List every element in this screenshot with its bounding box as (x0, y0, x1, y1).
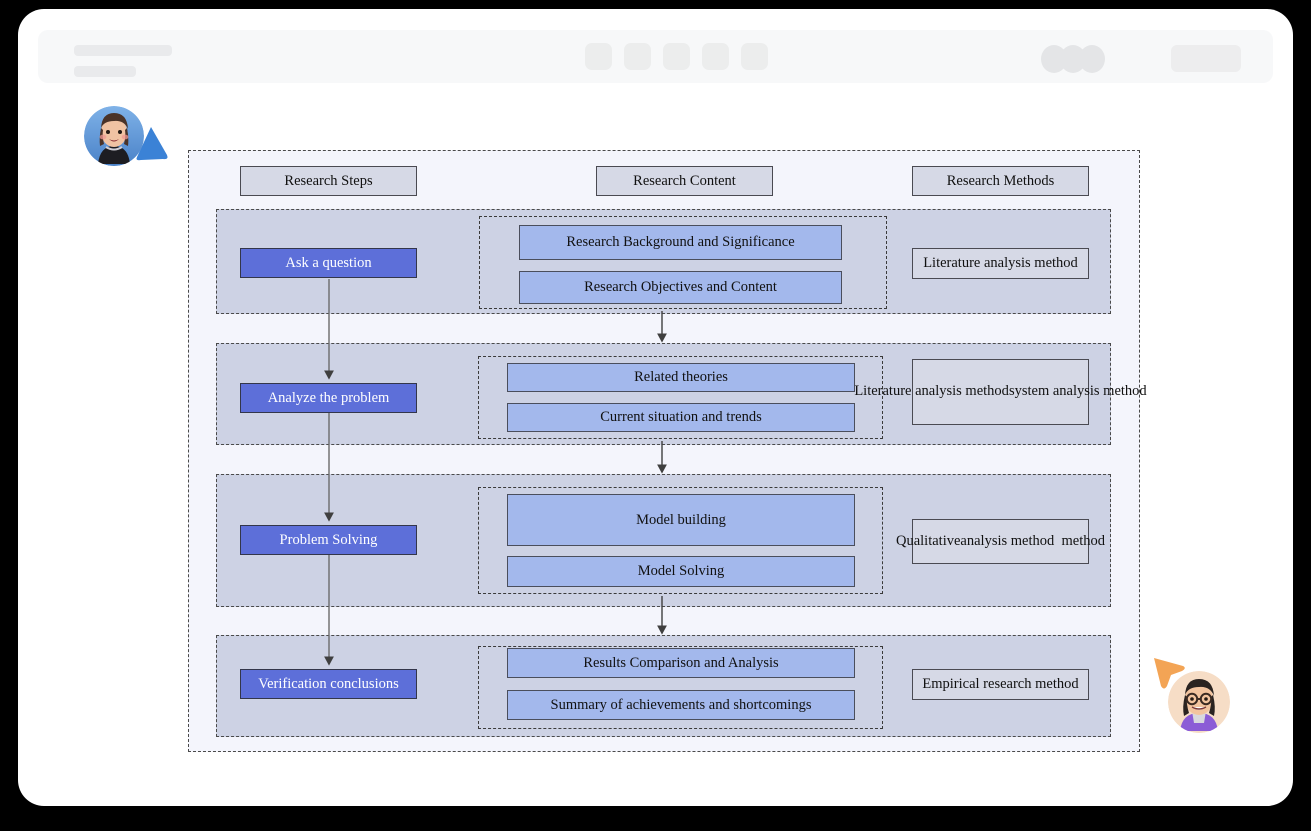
avatar-collaborator-right[interactable] (1168, 671, 1230, 733)
content-box-results-comparison[interactable]: Results Comparison and Analysis (507, 648, 855, 678)
step-box-analyze-the-problem[interactable]: Analyze the problem (240, 383, 417, 413)
content-box-related-theories[interactable]: Related theories (507, 363, 855, 392)
content-box-model-building[interactable]: Model building (507, 494, 855, 546)
cursor-blue-pointer (136, 127, 168, 161)
content-box-research-objectives[interactable]: Research Objectives and Content (519, 271, 842, 304)
research-flowchart: Research Steps Research Content Research… (188, 150, 1147, 752)
toolbar-chip-3[interactable] (663, 43, 690, 70)
toolbar-subtitle-placeholder (74, 66, 136, 77)
cursor-orange-pointer (1154, 658, 1185, 689)
content-box-research-background[interactable]: Research Background and Significance (519, 225, 842, 260)
content-group-analyze (478, 356, 883, 439)
content-box-current-situation[interactable]: Current situation and trends (507, 403, 855, 432)
avatar-collaborator-left[interactable] (84, 106, 144, 166)
column-header-research-steps: Research Steps (240, 166, 417, 196)
column-header-research-methods: Research Methods (912, 166, 1089, 196)
app-toolbar (38, 30, 1273, 83)
toolbar-chip-4[interactable] (702, 43, 729, 70)
content-box-model-solving[interactable]: Model Solving (507, 556, 855, 587)
toolbar-tool-group (585, 43, 768, 70)
content-group-solve (478, 487, 883, 594)
step-box-verification-conclusions[interactable]: Verification conclusions (240, 669, 417, 699)
step-box-problem-solving[interactable]: Problem Solving (240, 525, 417, 555)
toolbar-title-placeholder (74, 45, 172, 56)
method-box-literature-analysis[interactable]: Literature analysis method (912, 248, 1089, 279)
app-window: Research Steps Research Content Research… (18, 9, 1293, 806)
toolbar-chip-5[interactable] (741, 43, 768, 70)
content-group-verify (478, 646, 883, 729)
method-box-empirical-research[interactable]: Empirical research method (912, 669, 1089, 700)
toolbar-action-button[interactable] (1171, 45, 1241, 72)
step-box-ask-a-question[interactable]: Ask a question (240, 248, 417, 278)
content-box-summary-achievements[interactable]: Summary of achievements and shortcomings (507, 690, 855, 720)
collaborator-avatar-stack[interactable] (1041, 45, 1105, 73)
column-header-research-content: Research Content (596, 166, 773, 196)
collaborator-avatar-3[interactable] (1079, 45, 1105, 73)
content-group-ask (479, 216, 887, 309)
toolbar-chip-1[interactable] (585, 43, 612, 70)
toolbar-chip-2[interactable] (624, 43, 651, 70)
